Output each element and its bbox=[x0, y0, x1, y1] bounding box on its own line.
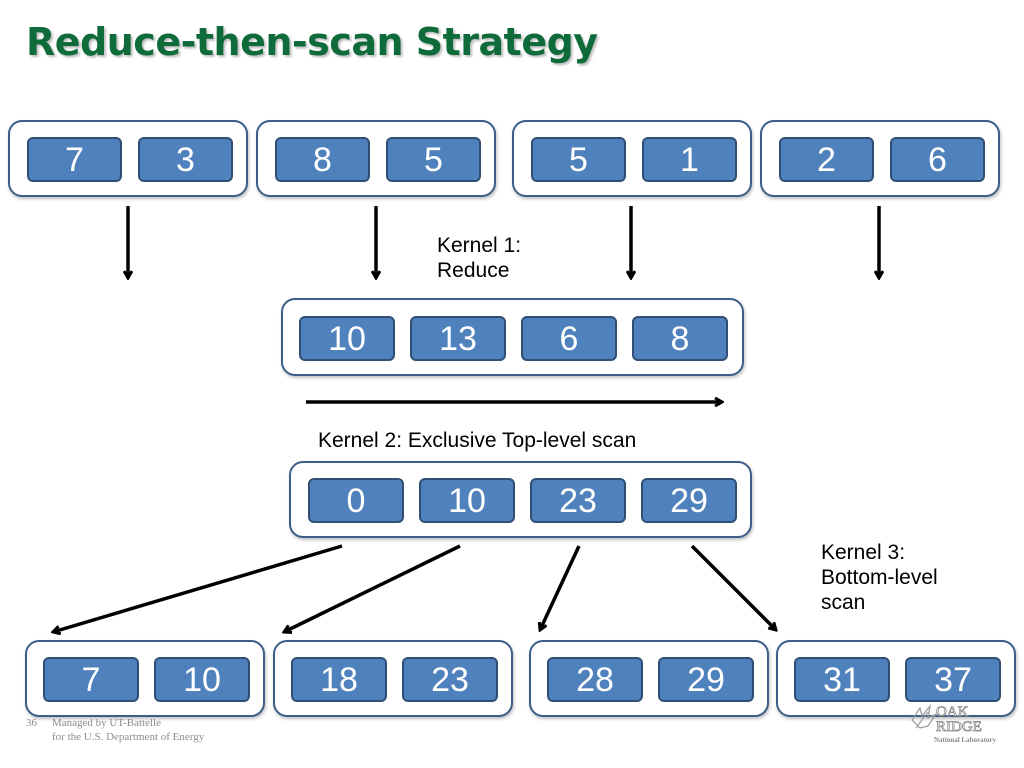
input-cell: 5 bbox=[531, 137, 626, 182]
output-group-1: 7 10 bbox=[25, 640, 265, 717]
output-cell: 18 bbox=[291, 657, 387, 702]
scanned-cell: 0 bbox=[308, 478, 404, 523]
reduced-cell: 13 bbox=[410, 316, 506, 361]
input-cell: 8 bbox=[275, 137, 370, 182]
kernel3-label: Kernel 3: Bottom-level scan bbox=[821, 540, 938, 615]
scanned-cell: 29 bbox=[641, 478, 737, 523]
distribute-arrow-4 bbox=[690, 544, 776, 630]
slide-number: 36 bbox=[26, 717, 37, 729]
output-cell: 23 bbox=[402, 657, 498, 702]
input-group-1: 7 3 bbox=[8, 120, 248, 197]
reduced-group: 10 13 6 8 bbox=[281, 298, 744, 376]
scanned-group: 0 10 23 29 bbox=[289, 461, 752, 538]
input-cell: 3 bbox=[138, 137, 233, 182]
input-group-2: 8 5 bbox=[256, 120, 496, 197]
output-group-3: 28 29 bbox=[529, 640, 769, 717]
reduced-cell: 8 bbox=[632, 316, 728, 361]
kernel3-label-line3: scan bbox=[821, 591, 866, 614]
input-cell: 6 bbox=[890, 137, 985, 182]
footer-text: Managed by UT-Battelle for the U.S. Depa… bbox=[52, 716, 204, 744]
kernel3-label-line1: Kernel 3: bbox=[821, 541, 906, 564]
input-cell: 2 bbox=[779, 137, 874, 182]
logo-line2: RIDGE bbox=[936, 719, 982, 735]
distribute-arrow-3 bbox=[540, 545, 581, 630]
footer-line1: Managed by UT-Battelle bbox=[52, 717, 161, 729]
input-group-3: 5 1 bbox=[512, 120, 752, 197]
distribute-arrow-1 bbox=[53, 544, 343, 632]
output-cell: 7 bbox=[43, 657, 139, 702]
logo-line3: National Laboratory bbox=[934, 736, 997, 744]
distribute-arrow-2 bbox=[284, 544, 461, 632]
output-cell: 28 bbox=[547, 657, 643, 702]
output-group-4: 31 37 bbox=[776, 640, 1016, 717]
output-cell: 10 bbox=[154, 657, 250, 702]
kernel1-label-line2: Reduce bbox=[437, 259, 510, 282]
output-cell: 31 bbox=[794, 657, 890, 702]
leaf-icon: OAK RIDGE National Laboratory bbox=[911, 704, 997, 744]
output-cell: 37 bbox=[905, 657, 1001, 702]
scanned-cell: 23 bbox=[530, 478, 626, 523]
reduced-cell: 6 bbox=[521, 316, 617, 361]
input-group-4: 2 6 bbox=[760, 120, 1000, 197]
input-cell: 7 bbox=[27, 137, 122, 182]
input-cell: 5 bbox=[386, 137, 481, 182]
logo-line1: OAK bbox=[936, 704, 969, 720]
scanned-cell: 10 bbox=[419, 478, 515, 523]
output-group-2: 18 23 bbox=[273, 640, 513, 717]
input-cell: 1 bbox=[642, 137, 737, 182]
kernel1-label-line1: Kernel 1: bbox=[437, 234, 522, 257]
output-cell: 29 bbox=[658, 657, 754, 702]
kernel3-label-line2: Bottom-level bbox=[821, 566, 938, 589]
oak-ridge-logo: OAK RIDGE National Laboratory bbox=[906, 698, 1006, 748]
kernel1-label: Kernel 1: Reduce bbox=[437, 233, 521, 283]
slide-title: Reduce-then-scan Strategy bbox=[26, 20, 598, 64]
reduced-cell: 10 bbox=[299, 316, 395, 361]
footer-line2: for the U.S. Department of Energy bbox=[52, 731, 205, 743]
kernel2-label: Kernel 2: Exclusive Top-level scan bbox=[318, 429, 637, 452]
